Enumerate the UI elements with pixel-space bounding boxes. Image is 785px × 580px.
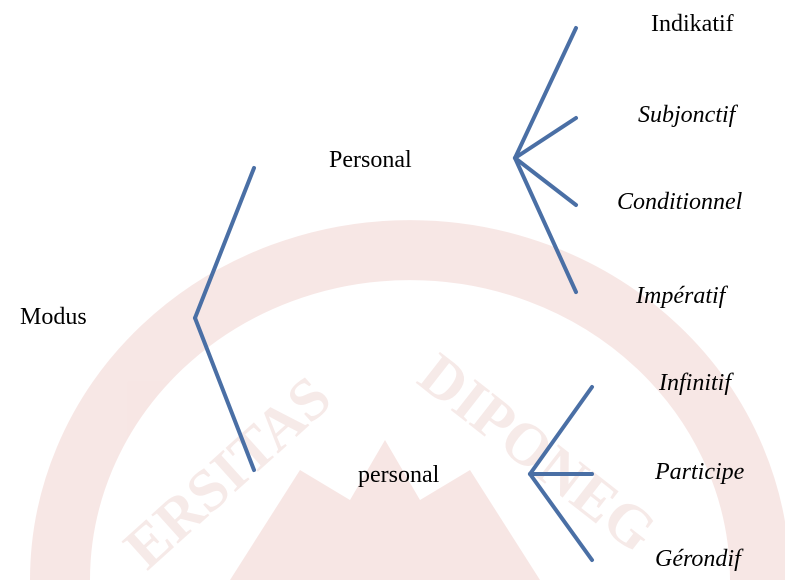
branch-root-to-nonpersonal xyxy=(193,316,256,472)
branch-root-to-personal xyxy=(193,166,256,320)
leaf-participe: Participe xyxy=(655,459,745,485)
branch-to-gerondif xyxy=(528,472,594,562)
branch-to-indikatif xyxy=(513,26,578,160)
leaf-conditionnel: Conditionnel xyxy=(617,189,743,215)
branch-to-subjonctif xyxy=(513,116,578,160)
leaf-infinitif: Infinitif xyxy=(659,370,731,396)
leaf-indikatif: Indikatif xyxy=(651,11,734,37)
branch-to-infinitif xyxy=(528,385,594,476)
branch-to-conditionnel xyxy=(513,156,578,207)
root-label: Modus xyxy=(20,304,87,330)
group-nonpersonal-label: personal xyxy=(358,462,440,488)
branch-to-imperatif xyxy=(513,156,578,294)
leaf-imperatif: Impératif xyxy=(636,283,726,309)
leaf-gerondif: Gérondif xyxy=(655,546,741,572)
group-personal-label: Personal xyxy=(329,147,412,173)
leaf-subjonctif: Subjonctif xyxy=(638,102,736,128)
